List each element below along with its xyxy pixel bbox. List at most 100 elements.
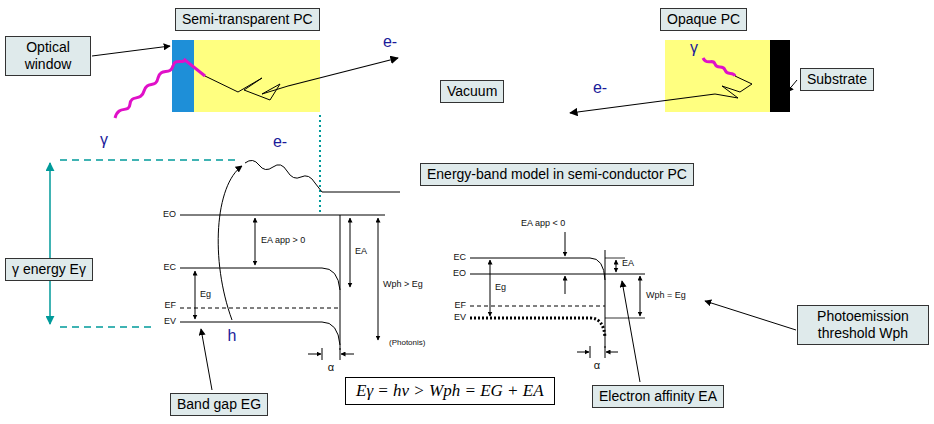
width-arrow bbox=[577, 352, 589, 353]
electron-label: e- bbox=[383, 34, 397, 51]
level-label: EF bbox=[453, 301, 467, 310]
level-label: EC bbox=[452, 253, 467, 262]
level-label: EF bbox=[163, 301, 177, 310]
callout-box: Opaque PC bbox=[660, 8, 747, 31]
optical-window bbox=[172, 40, 194, 112]
width-label: α bbox=[327, 362, 335, 374]
electron-label: e- bbox=[273, 134, 287, 151]
surface-line bbox=[605, 250, 606, 348]
box-text: Optical window bbox=[12, 39, 84, 73]
box-text: Band gap EG bbox=[177, 396, 261, 413]
box-text: Eγ = hν > Wph = EG + EA bbox=[356, 381, 544, 401]
threshold-arrow bbox=[378, 218, 379, 340]
valence-band bbox=[470, 318, 605, 338]
level-label: EO bbox=[452, 269, 467, 278]
box-text: Photoemission threshold Wph bbox=[804, 308, 922, 342]
formula-box: Eγ = hν > Wph = EG + EA bbox=[345, 377, 555, 405]
valence-band bbox=[180, 322, 340, 345]
callout-box: Photoemission threshold Wph bbox=[797, 305, 929, 345]
surface-guide bbox=[319, 115, 321, 212]
electron-wave bbox=[245, 160, 400, 192]
callout-box: Vacuum bbox=[440, 80, 504, 103]
electron-path bbox=[715, 76, 752, 98]
hole-label: h bbox=[228, 328, 237, 345]
energy-label: EA app > 0 bbox=[260, 236, 306, 245]
callout-box: γ energy Eγ bbox=[5, 258, 93, 281]
vacuum-level bbox=[180, 215, 385, 216]
energy-label: Eg bbox=[199, 290, 212, 299]
energy-label: EA bbox=[354, 247, 368, 256]
callout-box: Substrate bbox=[800, 68, 874, 91]
box-text: Energy-band model in semi-conductor PC bbox=[427, 166, 687, 183]
leader-arrow bbox=[201, 329, 212, 390]
level-label: EO bbox=[162, 210, 177, 219]
box-text: γ energy Eγ bbox=[12, 261, 86, 278]
level-label: EV bbox=[453, 313, 467, 322]
leader-arrow bbox=[92, 46, 170, 56]
width-arrow bbox=[308, 354, 321, 355]
box-text: Vacuum bbox=[447, 83, 497, 100]
leader-arrow bbox=[622, 281, 640, 382]
box-text: Semi-transparent PC bbox=[182, 11, 313, 28]
tick bbox=[590, 346, 591, 358]
box-text: Substrate bbox=[807, 71, 867, 88]
excitation-arrow bbox=[218, 166, 242, 320]
affinity-arrow bbox=[255, 218, 256, 265]
vacuum-level bbox=[470, 274, 645, 275]
source-note: (Photonis) bbox=[388, 339, 426, 347]
width-arrow bbox=[606, 352, 618, 353]
callout-box: Band gap EG bbox=[170, 393, 268, 416]
energy-guide bbox=[60, 326, 155, 328]
energy-label: Wph = Eg bbox=[645, 291, 687, 300]
band-diagram-pea bbox=[180, 160, 400, 360]
leader-arrow bbox=[705, 301, 796, 330]
affinity-arrow bbox=[565, 276, 566, 294]
photon-wave bbox=[115, 60, 205, 118]
electron-path bbox=[205, 76, 288, 100]
affinity-arrow bbox=[616, 260, 617, 272]
leader-lines bbox=[92, 46, 797, 390]
level-label: EV bbox=[163, 317, 177, 326]
box-text: Opaque PC bbox=[667, 11, 740, 28]
callout-box: Energy-band model in semi-conductor PC bbox=[420, 163, 694, 186]
energy-label: Eg bbox=[494, 283, 507, 292]
leader-arrow bbox=[787, 80, 797, 92]
affinity-arrow bbox=[565, 232, 566, 256]
conduction-band bbox=[180, 268, 340, 290]
threshold-arrow bbox=[640, 276, 641, 316]
affinity-arrow bbox=[350, 218, 351, 287]
level-label: EC bbox=[162, 263, 177, 272]
emitted-electron-arrow bbox=[570, 94, 715, 113]
photocathode-layer bbox=[194, 40, 320, 112]
width-arrow bbox=[341, 354, 354, 355]
energy-guide bbox=[60, 159, 240, 161]
fermi-level bbox=[180, 308, 340, 309]
energy-label: EA bbox=[621, 259, 635, 268]
width-label: α bbox=[593, 360, 601, 372]
band-diagram-nea bbox=[470, 232, 645, 358]
tick bbox=[605, 346, 606, 358]
gap-arrow bbox=[195, 271, 196, 319]
substrate bbox=[770, 40, 790, 112]
valence-extension bbox=[605, 318, 645, 319]
electron-label: e- bbox=[593, 80, 607, 97]
emitted-electron-arrow bbox=[288, 58, 398, 86]
energy-label: EA app < 0 bbox=[520, 219, 566, 228]
surface-line bbox=[340, 215, 341, 350]
callout-box: Electron affinity EA bbox=[592, 385, 724, 408]
callout-box: Optical window bbox=[5, 36, 91, 76]
photon-wave bbox=[703, 58, 735, 76]
tick bbox=[340, 348, 341, 360]
gap-arrow bbox=[490, 260, 491, 316]
photon-label: γ bbox=[690, 40, 698, 57]
photon-label: γ bbox=[100, 132, 108, 149]
energy-label: Wph > Eg bbox=[382, 280, 424, 289]
box-text: Electron affinity EA bbox=[599, 388, 717, 405]
tick bbox=[322, 348, 323, 360]
energy-arrow bbox=[49, 163, 51, 324]
photocathode-layer bbox=[665, 40, 770, 112]
callout-box: Semi-transparent PC bbox=[175, 8, 320, 31]
